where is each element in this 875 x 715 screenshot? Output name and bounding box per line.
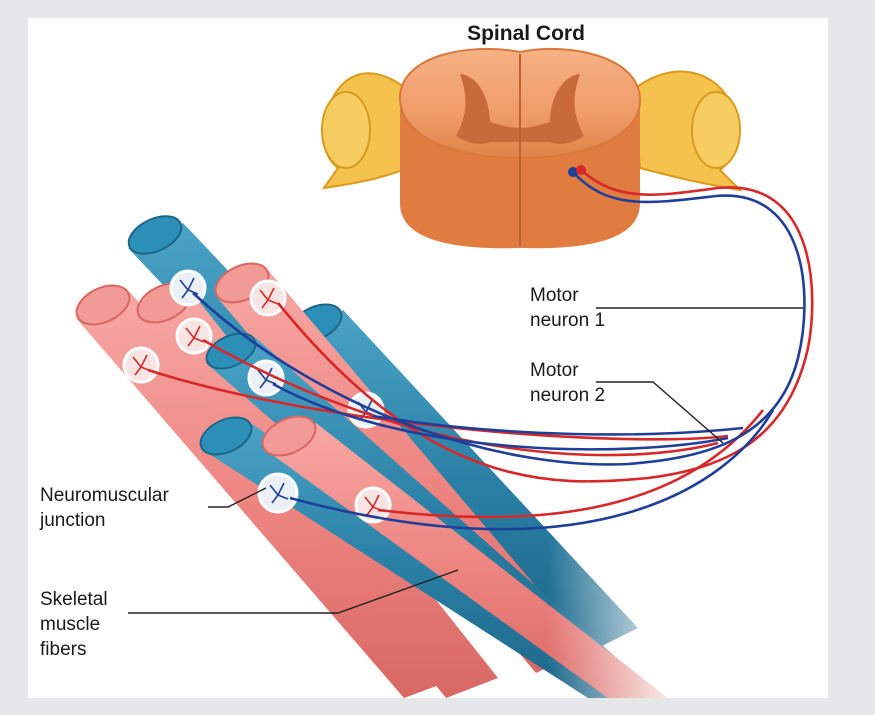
nerve-roots xyxy=(321,70,743,192)
label-motor-neuron-1-line2: neuron 1 xyxy=(530,310,605,331)
leader-motor-neuron-2 xyxy=(596,381,724,444)
label-neuromuscular-junction-line2: junction xyxy=(39,510,106,531)
leader-skeletal-muscle-fibers xyxy=(128,569,459,614)
label-motor-neuron-2-line1: Motor xyxy=(530,360,579,381)
label-skeletal-muscle-fibers: Skeletal muscle fibers xyxy=(40,569,459,660)
motor-neuron-2 xyxy=(192,171,806,531)
motor-neuron-1-cell-body xyxy=(576,165,586,175)
label-neuromuscular-junction: Neuromuscular junction xyxy=(39,485,267,531)
label-skeletal-muscle-fibers-line1: Skeletal xyxy=(40,589,108,610)
diagram-canvas: Spinal Cord Motor neuron 1 Motor neuron … xyxy=(39,22,814,698)
spinal-cord xyxy=(321,47,743,249)
label-motor-neuron-2: Motor neuron 2 xyxy=(530,360,724,444)
skeletal-muscle-fibers xyxy=(75,215,688,698)
diagram-panel: Spinal Cord Motor neuron 1 Motor neuron … xyxy=(28,18,828,698)
spinal-cord-title: Spinal Cord xyxy=(467,22,585,45)
label-neuromuscular-junction-line1: Neuromuscular xyxy=(40,485,169,506)
label-skeletal-muscle-fibers-line3: fibers xyxy=(40,639,86,660)
leader-neuromuscular-junction xyxy=(208,487,267,508)
motor-neuron-2-cell-body xyxy=(568,167,578,177)
label-motor-neuron-2-line2: neuron 2 xyxy=(530,385,605,406)
label-skeletal-muscle-fibers-line2: muscle xyxy=(40,614,100,635)
label-motor-neuron-1: Motor neuron 1 xyxy=(530,285,803,331)
label-motor-neuron-1-line1: Motor xyxy=(530,285,579,306)
